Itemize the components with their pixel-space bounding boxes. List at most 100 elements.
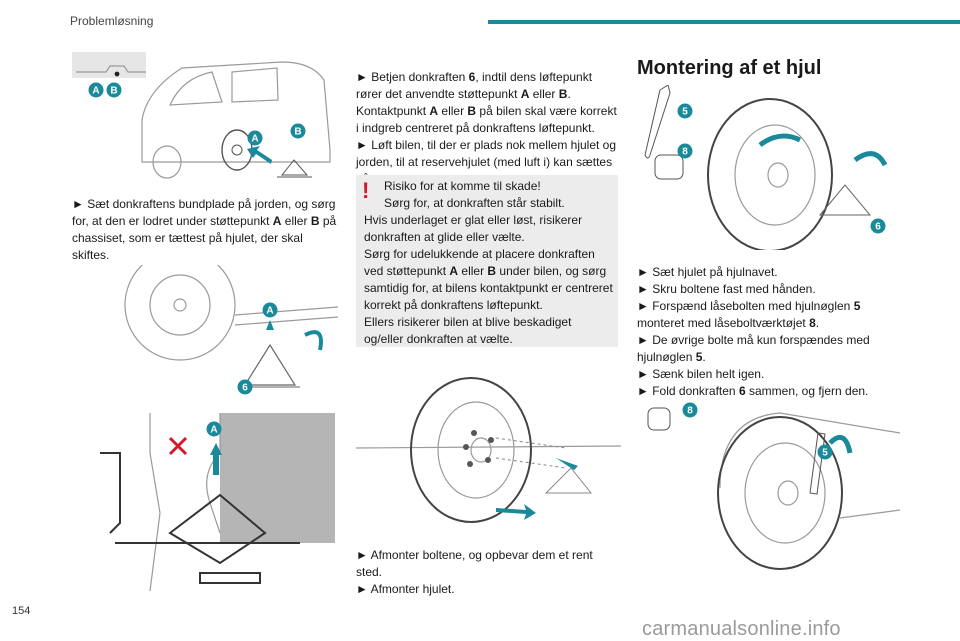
text: sammen, og fjern den. [745,384,869,398]
col2-paragraph-3: ► Afmonter boltene, og opbevar dem et re… [356,547,621,598]
support-point-inset [72,52,146,78]
badge-6: 6 [237,379,253,395]
arrow-up-icon [210,443,222,455]
rotate-arrow-icon [304,330,323,351]
svg-text:B: B [110,86,117,97]
text: eller [281,214,311,228]
svg-text:6: 6 [242,383,248,394]
warning-icon: ! [362,178,370,203]
figure-tighten-bolts: 8 5 [640,398,900,583]
text: Betjen donkraften [367,70,469,84]
text: på bilen skal være korrekt i indgreb cen… [356,104,617,135]
figure-jack-detail: A [70,413,338,591]
badge-6: 6 [870,218,886,234]
list-item: ► Sænk bilen helt igen. [637,366,907,383]
text: . [702,350,706,364]
text: De øvrige bolte må kun forspændes med hj… [637,333,870,364]
list-item: ► Skru boltene fast med hånden. [637,281,907,298]
jack-icon [280,159,309,176]
list-item: ► Sæt hjulet på hjulnavet. [637,264,907,281]
wheel-icon [221,129,253,171]
badge-a-inset: A [88,82,104,98]
arrow-icon [247,146,272,164]
ref-a: A [520,87,530,101]
badge-8: 8 [677,143,693,159]
tyre-outline [124,265,236,361]
van-outline [141,61,331,163]
rotate-arrow-icon [828,434,853,454]
bullet-arrow-icon: ► [356,548,368,562]
list-item: ► Fold donkraften 6 sammen, og fjern den… [637,383,907,400]
bullet-arrow-icon: ► [356,138,368,152]
bullet-arrow-icon: ► [637,265,649,279]
underbody-panel [220,413,335,543]
svg-text:A: A [266,306,273,317]
warning-line-1: Risiko for at komme til skade! [384,179,541,193]
ref-a: A [272,214,282,228]
jack-icon [243,343,297,386]
watermark: carmanualsonline.info [642,618,841,640]
jack-icon [168,493,267,565]
svg-text:6: 6 [875,222,881,233]
badge-a: A [262,302,278,318]
svg-text:5: 5 [822,448,828,459]
text: eller [438,104,468,118]
tyre-outline [410,377,532,523]
warning-text: Risiko for at komme til skade! Sørg for,… [364,178,614,348]
rotate-arrow-icon [853,151,888,167]
bullet-arrow-icon: ► [356,70,368,84]
wheel-wrench-icon [644,85,671,159]
rotate-arrow-icon [758,133,802,148]
list-item: ► Forspænd låsebolten med hjulnøglen 5 m… [637,298,907,332]
jack-icon [544,467,593,494]
ref-b: B [467,104,477,118]
text: Sæt hjulet på hjulnavet. [648,265,778,279]
text: Sæt donkraftens bundplade på jorden, og … [72,197,336,228]
col3-list: ► Sæt hjulet på hjulnavet. ► Skru bolten… [637,264,907,400]
ref-5: 5 [695,350,703,364]
section-title: Problemløsning [70,14,154,28]
text: monteret med låseboltværktøjet [637,316,810,330]
badge-5: 5 [677,103,693,119]
text: Fold donkraften [648,384,739,398]
col1-paragraph: ► Sæt donkraftens bundplade på jorden, o… [72,196,340,264]
text: Forspænd låsebolten med hjulnøglen [648,299,854,313]
warning-box [356,175,618,347]
section-heading: Montering af et hjul [637,57,822,79]
text: eller [529,87,559,101]
list-item: ► De øvrige bolte må kun forspændes med … [637,332,907,366]
svg-text:8: 8 [682,147,688,158]
wheel-wrench-icon [809,432,826,495]
ref-a: A [449,264,459,278]
badge-5: 5 [817,444,833,460]
svg-text:B: B [294,127,301,138]
figure-mount-wheel: 5 8 6 [640,85,900,250]
bullet-arrow-icon: ► [637,299,649,313]
lock-bolt-tool-icon [647,407,671,431]
bullet-arrow-icon: ► [637,282,649,296]
tyre-outline [717,416,843,570]
ref-8: 8 [809,316,816,330]
arrow-icon [496,504,536,520]
ref-b: B [487,264,497,278]
bullet-arrow-icon: ► [72,197,84,211]
svg-text:A: A [210,425,217,436]
lock-bolt-tool-icon [654,154,684,180]
arrow-icon [556,458,578,470]
badge-b-van: B [290,123,306,139]
text: Afmonter hjulet. [367,582,455,596]
text: Sørg for udelukkende at placere donkraft… [364,247,595,278]
ref-6: 6 [738,384,746,398]
header-accent-bar [488,20,960,24]
warning-line-2: Sørg for, at donkraften står stabilt. [384,196,565,210]
text: på chassiset, som er tættest på hjulet, … [72,214,337,262]
ref-a: A [429,104,439,118]
ref-b: B [310,214,320,228]
text: under bilen, og sørg samtidig for, at bi… [364,264,613,312]
warning-line-4: Sørg for udelukkende at placere donkraft… [364,246,614,314]
jack-icon [818,184,872,216]
col2-paragraph-1: ► Betjen donkraften 6, indtil dens løfte… [356,69,621,137]
tyre-outline [707,98,833,250]
text: Afmonter boltene, og opbevar dem et rent… [356,548,593,579]
bullet-arrow-icon: ► [637,333,649,347]
